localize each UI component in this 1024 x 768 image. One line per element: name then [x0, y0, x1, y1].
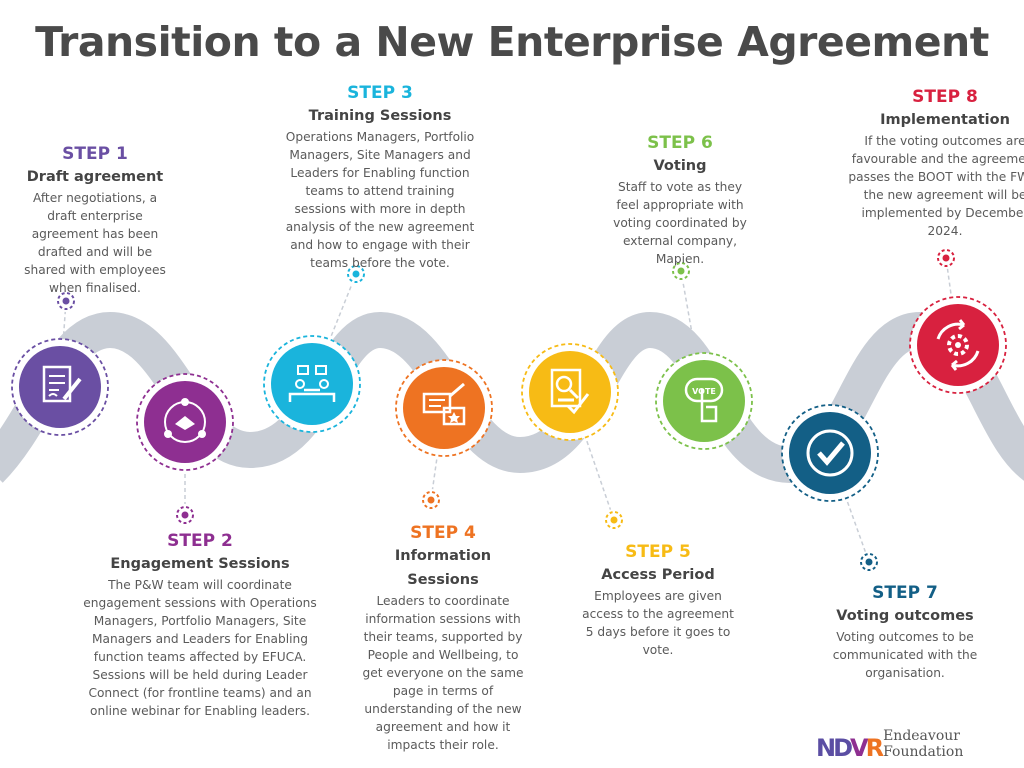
step-5-text: STEP 5 Access Period Employees are given…	[578, 541, 738, 659]
step-description: If the voting outcomes are favourable an…	[848, 134, 1024, 238]
step-6-text: STEP 6 Voting Staff to vote as they feel…	[605, 132, 755, 268]
endeavour-foundation-logo: NDVR Endeavour Foundation	[816, 728, 1024, 760]
step-heading: Training Sessions	[308, 108, 452, 124]
step-label: STEP 2	[167, 531, 233, 551]
step-7-text: STEP 7 Voting outcomes Voting outcomes t…	[815, 582, 995, 682]
step-3-text: STEP 3 Training Sessions Operations Mana…	[280, 82, 480, 272]
document-pen-icon	[42, 365, 82, 403]
checkmark-icon	[806, 429, 854, 477]
step-8-text: STEP 8 Implementation If the voting outc…	[845, 86, 1024, 240]
connector-line-step-3	[330, 283, 353, 336]
marker-dot-step-8	[937, 249, 955, 267]
step-2-text: STEP 2 Engagement Sessions The P&W team …	[80, 530, 320, 720]
marker-dot-step-6	[672, 262, 690, 280]
page-title: Transition to a New Enterprise Agreement	[35, 18, 989, 66]
step-label: STEP 1	[62, 144, 128, 164]
step-description: Staff to vote as they feel appropriate w…	[613, 180, 747, 266]
marker-dot-step-4	[422, 491, 440, 509]
logo-name: Endeavour Foundation	[883, 728, 964, 760]
marker-dot-step-7	[860, 553, 878, 571]
team-handshake-icon	[164, 398, 206, 443]
marker-dot-step-1	[57, 292, 75, 310]
step-label: STEP 8	[912, 87, 978, 107]
step-7-circle	[789, 412, 871, 494]
step-description: The P&W team will coordinate engagement …	[83, 578, 317, 718]
connector-line-step-4	[431, 459, 438, 490]
step-heading: Implementation	[880, 112, 1010, 128]
step-label: STEP 4	[410, 523, 476, 543]
step-label: STEP 5	[625, 542, 691, 562]
step-description: After negotiations, a draft enterprise a…	[24, 191, 166, 295]
step-heading: Voting	[653, 158, 707, 174]
step-heading: Access Period	[601, 567, 715, 583]
step-1-text: STEP 1 Draft agreement After negotiation…	[20, 143, 170, 297]
vote-button-icon: VOTE	[684, 377, 724, 423]
step-description: Leaders to coordinate information sessio…	[362, 594, 524, 752]
wave-path	[0, 311, 1024, 484]
meeting-icon	[288, 365, 336, 402]
connector-line-step-6	[682, 281, 696, 350]
marker-dot-step-2	[176, 506, 194, 524]
connector-line-step-1	[62, 311, 66, 336]
step-label: STEP 7	[872, 583, 938, 603]
step-description: Voting outcomes to be communicated with …	[832, 630, 978, 680]
step-label: STEP 6	[647, 133, 713, 153]
step-1-circle	[19, 346, 101, 428]
connector-line-step-7	[846, 501, 867, 552]
marker-dot-step-3	[347, 265, 365, 283]
chat-bubbles-icon	[422, 382, 466, 426]
vote-label: VOTE	[692, 387, 716, 396]
document-search-icon	[550, 368, 590, 415]
step-description: Employees are given access to the agreem…	[582, 589, 734, 657]
connector-line-step-5	[586, 440, 612, 510]
connector-line-step-8	[946, 268, 952, 294]
marker-dot-step-5	[605, 511, 623, 529]
gear-cycle-icon	[936, 319, 980, 371]
step-heading: Engagement Sessions	[110, 556, 290, 572]
step-heading: Information Sessions	[394, 548, 492, 588]
logo-mark: NDVR	[816, 734, 884, 762]
step-label: STEP 3	[347, 83, 413, 103]
step-heading: Voting outcomes	[836, 608, 974, 624]
step-4-text: STEP 4 Information Sessions Leaders to c…	[358, 522, 528, 754]
step-3-circle	[271, 343, 353, 425]
step-description: Operations Managers, Portfolio Managers,…	[285, 130, 475, 270]
step-heading: Draft agreement	[26, 169, 164, 185]
